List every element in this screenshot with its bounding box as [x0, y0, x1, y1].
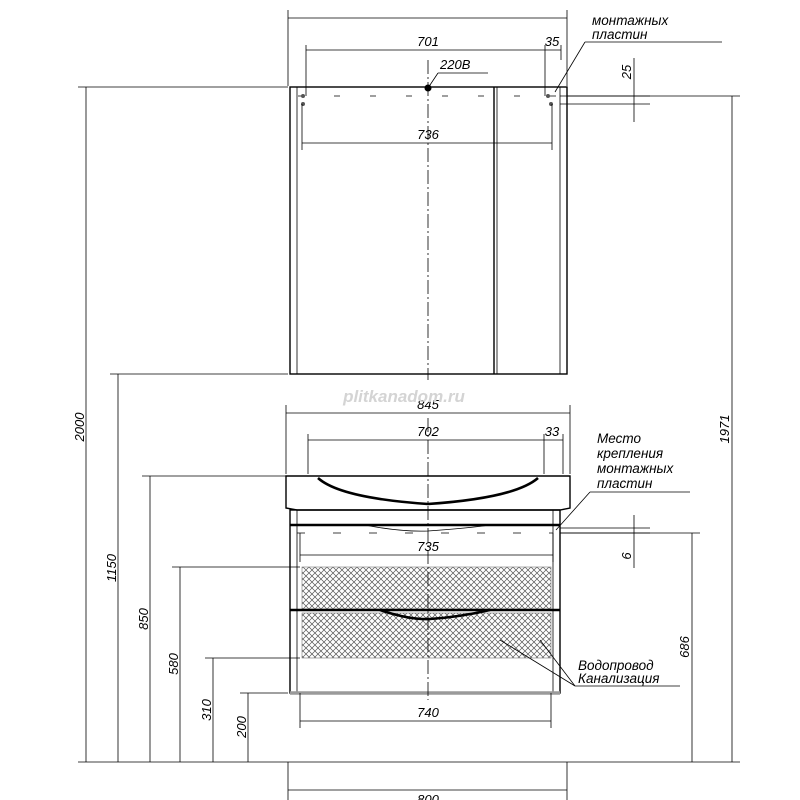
dim-702: 702 [417, 424, 439, 439]
upper-drawer-hatch [301, 566, 552, 610]
watermark-text: plitkanadom.ru [342, 387, 465, 406]
dim-1150: 1150 [104, 553, 119, 582]
mirror-plate-point-right-bottom [549, 102, 553, 106]
height-2000-dimension [78, 86, 288, 762]
dim-850: 850 [136, 607, 151, 629]
dim-701: 701 [417, 34, 439, 49]
socket-leader [427, 72, 439, 89]
dim-2000: 2000 [72, 412, 87, 443]
dim-6: 6 [619, 552, 634, 560]
vanity-735-dimension [299, 533, 554, 562]
vanity-plates-label-1: Место [597, 431, 641, 446]
vanity-740-dimension [299, 693, 552, 728]
mirror-plates-leader [554, 41, 586, 93]
height-200-dimension [240, 692, 288, 762]
vanity-plates-label-4: пластин [597, 476, 653, 491]
dim-686: 686 [677, 635, 692, 657]
height-580-dimension [172, 566, 300, 762]
sewer-label: Канализация [578, 671, 659, 686]
dim-25: 25 [619, 64, 634, 80]
sink-bowl-curve [317, 476, 539, 506]
dim-310: 310 [199, 698, 214, 720]
height-850-dimension [142, 475, 288, 762]
dim-bottom-width: 800 [417, 792, 439, 800]
dim-220v: 220В [439, 57, 471, 72]
height-1150-dimension [110, 373, 288, 762]
dim-35: 35 [545, 34, 560, 49]
mirror-736-dimension [301, 104, 553, 150]
dim-200: 200 [234, 715, 249, 738]
mirror-cabinet [289, 60, 568, 380]
dim-845: 845 [417, 397, 439, 412]
dim-33: 33 [545, 424, 560, 439]
vanity-845-dimension [285, 405, 571, 474]
height-1971-dimension [567, 95, 740, 762]
vanity-plates-leader [555, 491, 591, 531]
vanity-plates-label-3: монтажных [597, 461, 674, 476]
dim-736: 736 [417, 127, 439, 142]
vanity-6-dimension [560, 515, 650, 568]
height-310-dimension [205, 657, 300, 762]
water-sewer-leader-1 [499, 639, 576, 687]
vanity-702-dimension [307, 434, 564, 474]
mirror-25-dimension [560, 58, 650, 122]
bottom-width-dimension [287, 762, 568, 800]
vanity-unit [285, 418, 571, 700]
lower-drawer-hatch [301, 612, 552, 659]
mirror-plate-point-right-top [546, 94, 550, 98]
vanity-686-dimension [560, 532, 700, 762]
dim-735: 735 [417, 539, 439, 554]
dim-1971: 1971 [717, 415, 732, 444]
drawer-split-curve [379, 608, 491, 621]
water-label: Водопровод [578, 658, 654, 673]
mirror-plates-label-1: монтажных [592, 13, 669, 28]
dim-740: 740 [417, 705, 439, 720]
mirror-701-dimension [305, 45, 562, 96]
vanity-plates-label-2: крепления [597, 446, 663, 461]
mirror-plates-label-2: пластин [592, 27, 648, 42]
dim-580: 580 [166, 652, 181, 674]
water-sewer-leader-2 [539, 639, 576, 687]
mirror-plate-point-left-top [301, 94, 305, 98]
mirror-top-dimension [287, 10, 568, 86]
